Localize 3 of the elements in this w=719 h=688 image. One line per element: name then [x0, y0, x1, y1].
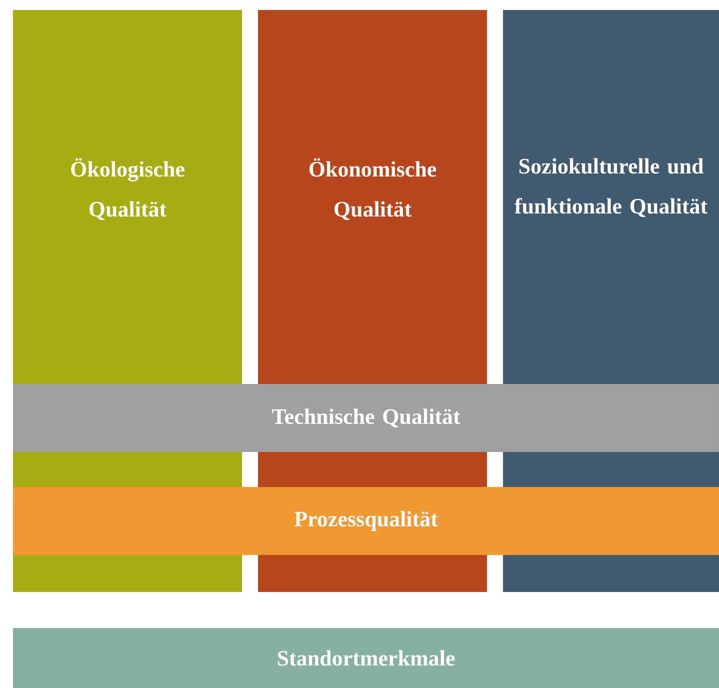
band-box: Prozessqualität — [13, 487, 719, 555]
band-box: Technische Qualität — [13, 384, 719, 452]
band-box: Standortmerkmale — [13, 628, 719, 688]
